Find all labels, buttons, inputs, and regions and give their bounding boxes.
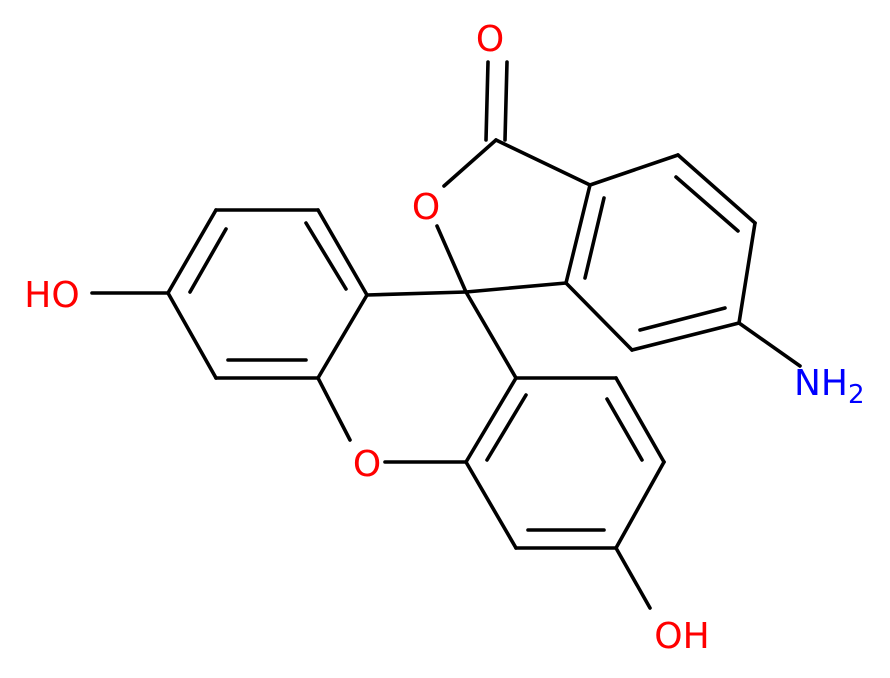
bond-xr-7: [464, 376, 518, 464]
bond-c-oh-bottom: [614, 546, 652, 610]
bond-benz-r6: [564, 183, 592, 285]
bond-lactone-o-spiro: [435, 224, 468, 294]
amine-symbol: NH: [794, 363, 848, 404]
bond-benz-r5: [564, 281, 634, 352]
bond-xr-1: [464, 290, 518, 380]
bond-xr-7-inner: [485, 393, 528, 462]
bond-carbonyl-double-2: [503, 60, 509, 142]
amine-subscript: 2: [848, 380, 865, 410]
bond-xl-1: [365, 290, 468, 297]
bond-lactone-c-aryl: [494, 138, 592, 187]
bond-xl-2-inner: [304, 221, 348, 291]
bond-benz-r4: [630, 321, 741, 352]
bond-spiro-aryl: [464, 281, 568, 294]
bond-benz-r2: [676, 153, 757, 225]
bond-xl-4: [166, 208, 218, 295]
bond-benz-r4-inner: [638, 306, 727, 332]
bond-xr-3: [614, 376, 666, 464]
bond-lactone-c-o: [442, 138, 498, 188]
lactone-oxygen-label: O: [412, 187, 440, 228]
bond-xr-4: [614, 460, 666, 550]
bond-benz-r2-inner: [674, 175, 740, 233]
bond-carbonyl-double-1: [484, 60, 490, 142]
bond-benz-r1: [588, 153, 680, 187]
xanthene-oxygen-label: O: [353, 444, 381, 485]
bond-xr-3-inner: [605, 397, 644, 462]
bond-xo-left: [316, 376, 352, 442]
bond-xl-5: [166, 291, 218, 380]
bond-xr-6: [464, 460, 518, 550]
hydroxyl-bottom-label: OH: [654, 616, 709, 657]
bond-xl-4-inner: [188, 227, 228, 294]
bond-xl-7: [316, 293, 369, 380]
bond-benz-r6-inner: [583, 196, 606, 280]
bond-benz-r3: [737, 221, 757, 325]
bond-c-n: [737, 321, 802, 368]
carbonyl-oxygen-label: O: [476, 19, 504, 60]
hydroxyl-left-label: HO: [24, 275, 79, 316]
bond-xl-2: [316, 208, 369, 297]
amine-label: NH2: [794, 363, 865, 410]
